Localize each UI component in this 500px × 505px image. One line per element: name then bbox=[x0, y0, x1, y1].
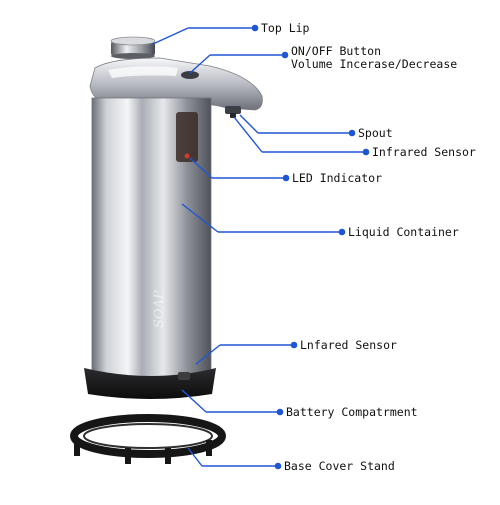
label-base-stand: Base Cover Stand bbox=[284, 460, 395, 473]
leader-button bbox=[189, 51, 289, 74]
spout-nozzle bbox=[225, 106, 241, 114]
label-led: LED Indicator bbox=[292, 172, 382, 185]
label-top-lip: Top Lip bbox=[261, 22, 309, 35]
leader-top-lip bbox=[152, 24, 259, 45]
label-lower-sensor: Lnfared Sensor bbox=[300, 339, 397, 352]
label-container: Liquid Container bbox=[348, 226, 459, 239]
leader-ir bbox=[233, 116, 370, 156]
leader-base-stand bbox=[187, 447, 282, 470]
led-dot bbox=[184, 153, 190, 159]
emboss-text: SOAP bbox=[152, 290, 167, 328]
label-lower-sensor-text: Lnfared Sensor bbox=[300, 338, 397, 352]
label-battery: Battery Compatrment bbox=[286, 406, 418, 419]
label-ir-sensor-text: Infrared Sensor bbox=[372, 145, 476, 159]
label-base-stand-text: Base Cover Stand bbox=[284, 459, 395, 473]
label-spout: Spout bbox=[358, 127, 393, 140]
label-button: ON/OFF Button Volume Incerase/Decrease bbox=[291, 45, 457, 71]
leader-led bbox=[189, 157, 290, 182]
label-container-text: Liquid Container bbox=[348, 225, 459, 239]
leader-lower-sensor bbox=[195, 341, 298, 365]
liquid-container-body: SOAP bbox=[91, 97, 212, 379]
label-spout-text: Spout bbox=[358, 126, 393, 140]
label-led-text: LED Indicator bbox=[292, 171, 383, 185]
top-lip-cap bbox=[110, 36, 156, 59]
led-window bbox=[176, 112, 198, 162]
base-cover-stand bbox=[70, 414, 226, 464]
label-button-line1: ON/OFF Button bbox=[291, 44, 382, 58]
leader-lines bbox=[152, 24, 370, 470]
leader-container bbox=[181, 203, 346, 236]
label-button-line2: Volume Incerase/Decrease bbox=[291, 57, 458, 71]
lower-sensor bbox=[178, 372, 190, 380]
label-ir-sensor: Infrared Sensor bbox=[372, 146, 476, 159]
label-top-lip-text: Top Lip bbox=[261, 21, 310, 35]
label-battery-text: Battery Compatrment bbox=[286, 405, 418, 419]
infrared-sensor-window bbox=[230, 113, 236, 118]
leader-battery bbox=[181, 389, 284, 416]
on-off-button bbox=[181, 71, 199, 79]
leader-spout bbox=[239, 114, 356, 137]
